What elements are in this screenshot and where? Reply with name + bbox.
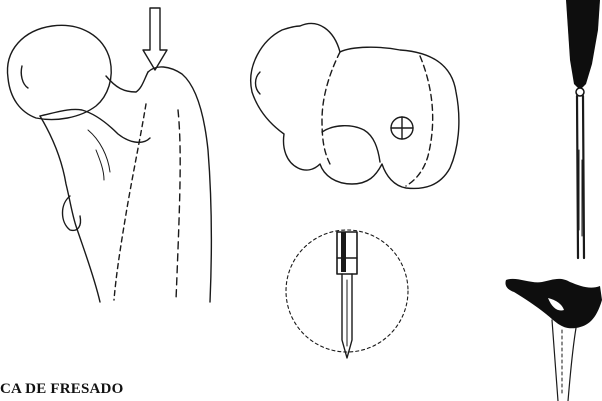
bone-specimen-photo [505,279,602,401]
femur-top-view-drawing [251,24,459,189]
drill-bit-detail [286,230,408,358]
head-fovea [21,66,28,88]
reamer-tool-photo [566,0,600,258]
reamer-rod [577,96,584,258]
top-view-notch [322,126,380,162]
intertrochanteric-line [114,104,146,300]
reamer-handle [566,0,600,90]
top-view-small-bump [256,72,261,94]
femoral-head [7,25,111,119]
figure-caption: CA DE FRESADO [0,381,123,398]
bone-cortex-lines [552,320,576,401]
lesser-trochanter [63,196,81,230]
top-view-head-line [322,52,340,164]
entry-point-arrow [143,8,167,70]
medial-cortex [40,116,100,302]
shaft-inner-line [176,110,180,300]
top-view-outline [251,24,459,189]
proximal-femur-drawing [7,8,211,302]
neck-shading [88,130,110,180]
femoral-neck-upper [106,72,148,92]
drill-entry-marker [391,117,413,139]
drill-collar [337,232,357,274]
